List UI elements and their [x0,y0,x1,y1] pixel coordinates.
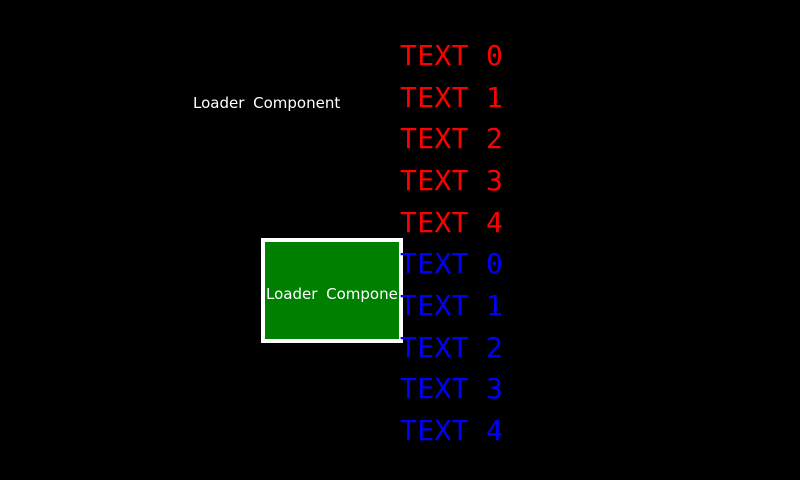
text-item-red-3: TEXT 3 [400,163,504,197]
text-item-blue-0: TEXT 0 [400,247,504,281]
loader-component-widget[interactable]: Loader Component [261,238,403,343]
text-item-red-1: TEXT 1 [400,80,504,114]
text-item-red-2: TEXT 2 [400,122,504,156]
text-item-blue-1: TEXT 1 [400,288,504,322]
loader-component-label: Loader Component [193,94,341,112]
text-item-red-0: TEXT 0 [400,39,504,72]
text-item-blue-2: TEXT 2 [400,330,504,364]
text-item-red-4: TEXT 4 [400,205,504,239]
text-item-blue-4: TEXT 4 [400,413,504,447]
loader-component-widget-label: Loader Component [266,285,403,303]
text-list: TEXT 0 TEXT 1 TEXT 2 TEXT 3 TEXT 4 TEXT … [400,35,503,452]
text-item-blue-3: TEXT 3 [400,372,504,406]
